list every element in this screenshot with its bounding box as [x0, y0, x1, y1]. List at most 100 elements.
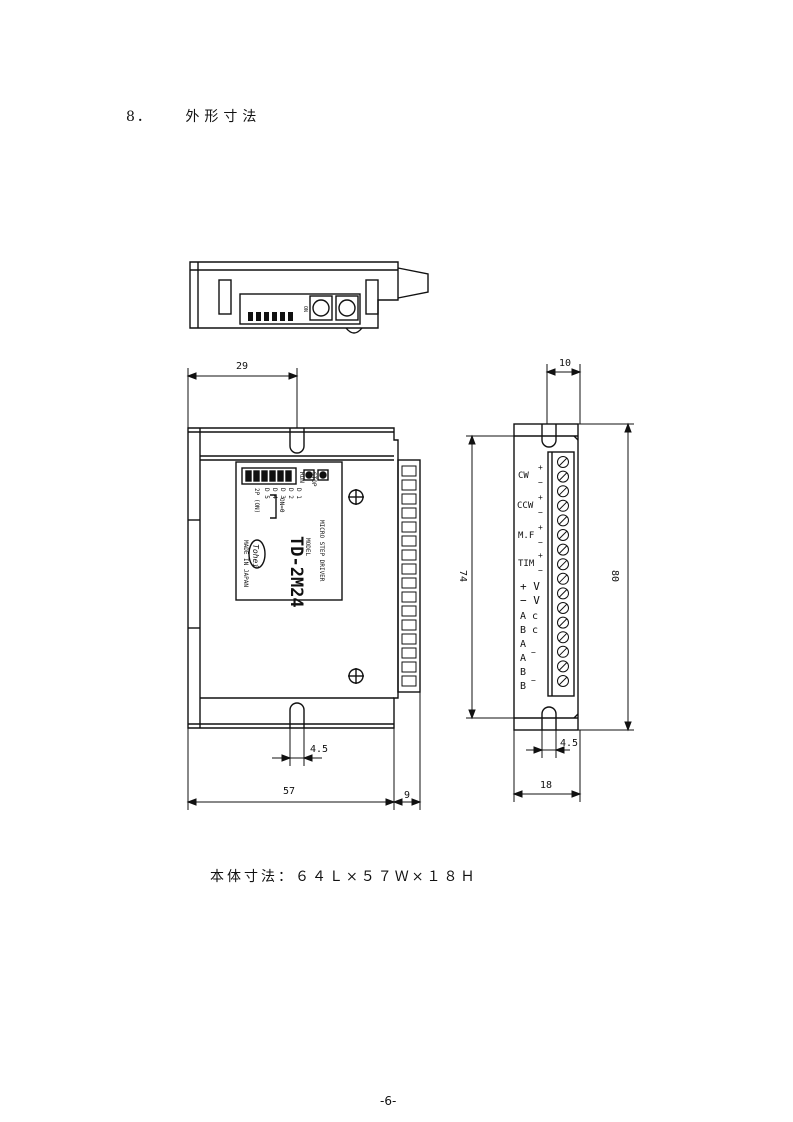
terminal-label-a: A: [520, 639, 526, 650]
origin-text: MADE IN JAPAN: [242, 540, 249, 587]
dimension-57: 57: [283, 786, 295, 797]
switch-note: ON=0: [278, 498, 285, 513]
dimension-80: 80: [609, 570, 620, 582]
terminal-label-mf: M.F: [518, 531, 534, 541]
switch-line-1: D 1: [295, 488, 302, 499]
terminal-sign-tim-plus: +: [538, 551, 543, 560]
switch-line-2: D 2: [287, 488, 294, 499]
top-view-switch-caption: ON: [302, 306, 308, 312]
terminal-screw-slot: [558, 472, 568, 481]
terminal-screw-slot: [558, 545, 568, 554]
front-view: [187, 427, 421, 729]
front-terminal-cell: [401, 549, 417, 561]
terminal-screw-slot: [558, 647, 568, 657]
front-terminal-cell: [401, 479, 417, 491]
top-view: [189, 261, 429, 334]
terminal-label-b: B: [520, 667, 526, 678]
front-terminal-cell: [401, 675, 417, 687]
terminal-screw: [557, 660, 569, 673]
terminal-screw: [557, 470, 569, 483]
terminal-label-plus-v: + V: [520, 580, 540, 593]
terminal-screw: [557, 499, 569, 512]
switch-line-4: D 4: [271, 488, 278, 499]
terminal-screw: [557, 514, 569, 527]
front-terminal-cell: [401, 633, 417, 645]
front-terminal-cell: [401, 465, 417, 477]
front-terminal-cell: [401, 563, 417, 575]
dimension-18: 18: [540, 780, 552, 791]
terminal-screw: [557, 456, 569, 468]
terminal-screw-slot: [558, 457, 568, 467]
front-terminal-cell: [401, 535, 417, 547]
front-terminal-cell: [401, 521, 417, 533]
terminal-label-tim: TIM: [518, 559, 535, 569]
section-title: 外形寸法: [185, 109, 262, 125]
indicator-run-label: RUN: [298, 472, 305, 483]
terminal-label-minus-v: − V: [520, 594, 540, 607]
terminal-screw: [557, 529, 569, 541]
terminal-screw: [557, 675, 569, 687]
front-terminal-cell: [401, 619, 417, 631]
terminal-sign-b-bar: −: [531, 676, 536, 685]
front-terminal-cell: [401, 605, 417, 617]
terminal-label-b-bar: B: [520, 681, 526, 692]
top-view-dip-switch: [248, 312, 293, 321]
terminal-sign-mf-plus: +: [538, 523, 543, 532]
terminal-screw: [557, 485, 569, 498]
terminal-sign-tim-minus: −: [538, 566, 543, 575]
model-caption: MODEL: [304, 538, 311, 556]
side-view: [513, 423, 579, 731]
terminal-screw-slot: [558, 516, 568, 525]
terminal-screw-slot: [558, 559, 568, 569]
dimension-29: 29: [236, 361, 248, 372]
terminal-screw-slot: [558, 574, 568, 584]
dimension-9: 9: [404, 790, 410, 801]
terminal-sign-cw-minus: −: [538, 478, 543, 487]
terminal-screw-slot: [558, 662, 568, 671]
terminal-screw-slot: [558, 501, 568, 511]
terminal-screw-slot: [558, 676, 568, 686]
terminal-label-ac: A c: [520, 611, 538, 622]
side-terminal-screws: [557, 456, 569, 687]
terminal-screw: [557, 645, 569, 658]
body-dimensions-text: 本体寸法：６４Ｌ×５７Ｗ×１８Ｈ: [210, 869, 478, 885]
front-terminal-cell: [401, 591, 417, 603]
product-name: MICRO STEP DRIVER: [318, 520, 325, 582]
front-terminal-block: [401, 465, 417, 687]
dimension-10: 10: [559, 358, 571, 369]
dimension-74: 74: [457, 570, 468, 582]
terminal-screw: [557, 558, 569, 571]
terminal-screw-slot: [558, 618, 568, 627]
front-terminal-cell: [401, 647, 417, 659]
terminal-sign-ccw-plus: +: [538, 493, 543, 502]
terminal-sign-a-bar: −: [531, 648, 536, 657]
terminal-label-cw: CW: [518, 471, 529, 481]
terminal-screw-slot: [558, 632, 568, 642]
switch-line-6: 2P (ON): [253, 488, 260, 513]
dimension-slot-left: 4.5: [310, 744, 328, 755]
terminal-label-a-bar: A: [520, 653, 526, 664]
front-terminal-cell: [401, 507, 417, 519]
model-name: TD-2M24: [286, 536, 306, 608]
terminal-sign-mf-minus: −: [538, 538, 543, 547]
terminal-screw: [557, 572, 569, 585]
terminal-screw-slot: [558, 603, 568, 613]
terminal-screw: [557, 602, 569, 614]
front-terminal-cell: [401, 661, 417, 673]
indicator-stop-label: STOP: [310, 472, 317, 487]
terminal-label-bc: B c: [520, 625, 538, 636]
brand-logo-text: Tohei: [251, 544, 260, 568]
terminal-screw-slot: [558, 589, 568, 598]
dimension-lines: [186, 364, 634, 810]
terminal-screw-slot: [558, 530, 568, 540]
terminal-sign-cw-plus: +: [538, 463, 543, 472]
front-terminal-cell: [401, 577, 417, 589]
dimension-slot-right: 4.5: [560, 738, 578, 749]
front-terminal-cell: [401, 493, 417, 505]
terminal-screw: [557, 631, 569, 644]
terminal-label-ccw: CCW: [517, 501, 534, 511]
page-number: -6-: [380, 1094, 397, 1108]
section-heading: 8． 外形寸法: [126, 106, 261, 126]
switch-line-3: D 3: [279, 488, 286, 499]
terminal-screw-slot: [558, 486, 568, 496]
